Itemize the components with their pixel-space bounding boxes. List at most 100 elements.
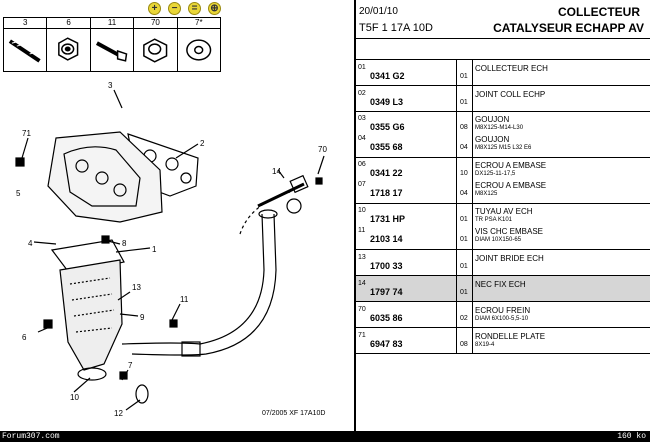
callout-3[interactable]: 3: [108, 81, 113, 90]
part-description: ECROU FREIN: [475, 306, 531, 315]
part-spec: M8X125 M15 L32 E6: [475, 145, 532, 151]
qty-cell: 01: [456, 250, 473, 275]
part-description: RONDELLE PLATE: [475, 332, 546, 341]
parts-row[interactable]: 13 1700 33 01 JOINT BRIDE ECH: [356, 250, 650, 276]
callout-13[interactable]: 13: [132, 283, 141, 292]
callout-4[interactable]: 4: [28, 239, 33, 248]
callout-5[interactable]: 5: [16, 189, 21, 198]
callout-11[interactable]: 11: [180, 295, 189, 304]
stud-bolt-icon: [8, 39, 41, 63]
quantity: 08: [460, 124, 468, 131]
strip-cell-3[interactable]: 3: [4, 18, 48, 71]
part-description: VIS CHC EMBASE: [475, 227, 544, 236]
strip-cell-70[interactable]: 70: [134, 18, 178, 71]
qty-cell: 08: [456, 328, 473, 353]
quantity: 01: [460, 216, 468, 223]
position-number: 07: [358, 181, 366, 188]
ref-cell: 13 1700 33: [356, 250, 457, 275]
strip-cell-7[interactable]: 7*: [177, 18, 221, 71]
qty-cell: 01: [456, 60, 473, 85]
callout-6[interactable]: 6: [22, 333, 27, 342]
washer-icon: [185, 39, 211, 61]
qty-cell: 01 01: [456, 204, 473, 249]
header-date: 20/01/10: [359, 6, 398, 17]
zoom-fit-icon[interactable]: ⊕: [208, 2, 221, 15]
callout-14[interactable]: 14: [272, 167, 281, 176]
position-number: 10: [358, 207, 366, 214]
part-description: NEC FIX ECH: [475, 280, 526, 289]
quantity: 10: [460, 170, 468, 177]
zoom-reset-icon[interactable]: =: [188, 2, 201, 15]
part-spec: DIAM 10X150-65: [475, 237, 522, 243]
callout-9[interactable]: 9: [140, 313, 145, 322]
callout-2[interactable]: 2: [200, 139, 205, 148]
position-number: 70: [358, 306, 366, 313]
part-description: GOUJON: [475, 115, 510, 124]
callout-8[interactable]: 8: [122, 239, 127, 248]
quantity: 01: [460, 289, 468, 296]
part-reference: 0341 G2: [370, 71, 405, 81]
part-description: ECROU A EMBASE: [475, 181, 547, 190]
fastener-strip: 3 6 11 70: [3, 17, 221, 72]
callout-12[interactable]: 12: [114, 409, 123, 418]
strip-cell-6[interactable]: 6: [47, 18, 91, 71]
status-bar: Forum307.com 160 ko: [0, 431, 650, 442]
quantity: 01: [460, 263, 468, 270]
desc-cell: JOINT BRIDE ECH: [473, 250, 650, 275]
exhaust-assembly-drawing: 3 71 5 2 14 70 4 8 1 13 9 11 6 7 10 12: [15, 81, 327, 418]
part-reference: 1700 33: [370, 261, 403, 271]
position-number: 03: [358, 115, 366, 122]
part-spec: TR PSA K101: [475, 217, 513, 223]
part-description: JOINT COLL ECHP: [475, 90, 546, 99]
part-reference: 6035 86: [370, 313, 403, 323]
callout-7[interactable]: 7: [128, 361, 133, 370]
callout-71[interactable]: 71: [22, 129, 31, 138]
header-divider: [356, 38, 650, 39]
part-spec: DX125-11-17,5: [475, 171, 516, 177]
status-file-size: 160 ko: [617, 432, 646, 441]
parts-list-pane: 20/01/10 COLLECTEUR T5F 1 17A 10D CATALY…: [356, 0, 650, 431]
qty-cell: 01: [456, 276, 473, 301]
callout-1[interactable]: 1: [152, 245, 157, 254]
part-spec: 8X19-4: [475, 342, 495, 348]
flange-nut-icon: [58, 37, 79, 61]
zoom-in-icon[interactable]: +: [148, 2, 161, 15]
strip-number: 70: [134, 18, 177, 29]
header-title-line1: COLLECTEUR: [558, 5, 640, 19]
status-site-label: Forum307.com: [2, 432, 60, 441]
position-number: 13: [358, 254, 366, 261]
part-spec: M8X125: [475, 191, 498, 197]
quantity: 01: [460, 236, 468, 243]
strip-cell-11[interactable]: 11: [90, 18, 135, 71]
desc-cell: NEC FIX ECH: [473, 276, 650, 301]
callout-10[interactable]: 10: [70, 393, 79, 402]
position-number: 71: [358, 332, 366, 339]
position-number: 04: [358, 135, 366, 142]
part-reference: 1731 HP: [370, 214, 406, 224]
part-description: GOUJON: [475, 135, 510, 144]
zoom-out-icon[interactable]: −: [168, 2, 181, 15]
screw-icon: [95, 41, 128, 62]
header-divider: [356, 59, 650, 60]
callout-70[interactable]: 70: [318, 145, 327, 154]
part-reference: 1797 74: [370, 287, 403, 297]
strip-number: 7*: [177, 18, 221, 29]
position-number: 11: [358, 227, 366, 234]
